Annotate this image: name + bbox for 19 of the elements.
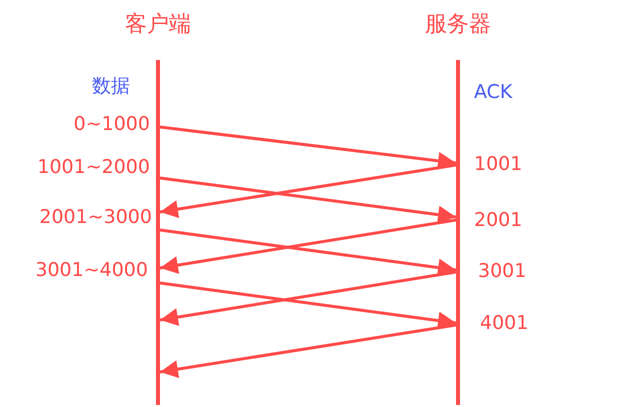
arrow [160, 176, 456, 224]
arrow [160, 164, 456, 218]
ack-number: 3001 [478, 259, 526, 283]
arrow [160, 282, 456, 330]
byte-range: 1001~2000 [37, 155, 150, 179]
byte-range: 0~1000 [74, 112, 150, 136]
arrow [160, 324, 456, 378]
arrow [160, 270, 456, 326]
ack-number: 4001 [480, 311, 528, 335]
ack-number: 1001 [474, 152, 522, 176]
arrow [160, 228, 456, 276]
column-heading: 数据 [92, 74, 130, 98]
lifeline-heading: 客户端 [124, 11, 192, 39]
column-heading: ACK [474, 80, 512, 104]
arrow [160, 218, 456, 274]
byte-range: 2001~3000 [39, 205, 152, 229]
byte-range: 3001~4000 [35, 258, 148, 282]
lifeline-heading: 服务器 [424, 11, 492, 39]
ack-number: 2001 [474, 208, 522, 232]
